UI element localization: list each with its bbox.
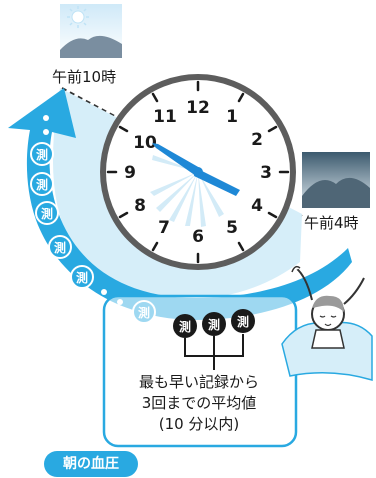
three-measurements: 測 測 測 [173, 309, 255, 370]
clock-minute-hand [152, 143, 200, 176]
time-label-4am: 午前4時 [304, 214, 359, 232]
measure-mark: 測 [48, 235, 72, 259]
measure-mark-text: 測 [76, 270, 88, 285]
clock-number-1: 1 [226, 107, 238, 127]
clock-hands [152, 143, 240, 196]
measure-mark: 測 [30, 172, 54, 196]
clock-hour-hand [194, 168, 240, 196]
waking-person-illustration [281, 265, 373, 381]
measure-mark-text: 測 [41, 206, 53, 221]
measure-mark-text: 測 [208, 317, 220, 332]
night-landscape-icon [302, 152, 370, 208]
clock-ticks [106, 80, 290, 264]
clock-number-5: 5 [226, 218, 238, 238]
clock-hand-trail [150, 155, 224, 227]
measure-mark-text: 測 [179, 319, 191, 334]
arrow-arc [8, 88, 352, 320]
measure-mark-text: 測 [54, 240, 66, 255]
clock-number-8: 8 [134, 196, 146, 216]
caption-line-2: 3回までの平均値 [141, 394, 257, 412]
clock-center [193, 167, 203, 177]
caption-text: 最も早い記録から 3回までの平均値 (10 分以内) [108, 372, 290, 435]
measure-dot [43, 129, 49, 135]
clock-number-11: 11 [153, 107, 177, 127]
clock-number-6: 6 [192, 227, 204, 247]
time-label-10am: 午前10時 [52, 68, 117, 86]
clock-number-3: 3 [260, 163, 272, 183]
measure-mark-text: 測 [36, 147, 48, 162]
measure-mark-text: 測 [36, 177, 48, 192]
measure-mark: 測 [30, 142, 54, 166]
measurement-markers-arc: 測 測 測 測 測 測 [30, 115, 156, 324]
sun-icon [67, 6, 89, 28]
clock-number-7: 7 [158, 218, 170, 238]
morning-bp-badge: 朝の血圧 [44, 451, 138, 477]
measure-dot [43, 115, 49, 121]
clock-number-9: 9 [124, 163, 136, 183]
measure-mark: 測 [70, 265, 94, 289]
bracket-connector [184, 334, 244, 370]
clock-number-12: 12 [186, 98, 210, 118]
clock: 12 1 2 3 4 5 6 7 8 9 10 11 [100, 74, 296, 270]
clock-number-10: 10 [133, 133, 157, 153]
daytime-landscape-icon [60, 4, 122, 58]
clock-number-4: 4 [251, 196, 263, 216]
caption-line-1: 最も早い記録から [138, 373, 259, 391]
caption-line-3: (10 分以内) [158, 415, 240, 433]
measure-mark: 測 [35, 201, 59, 225]
measure-mark-text: 測 [237, 314, 249, 329]
clock-number-2: 2 [251, 130, 263, 150]
measure-dot [101, 289, 107, 295]
